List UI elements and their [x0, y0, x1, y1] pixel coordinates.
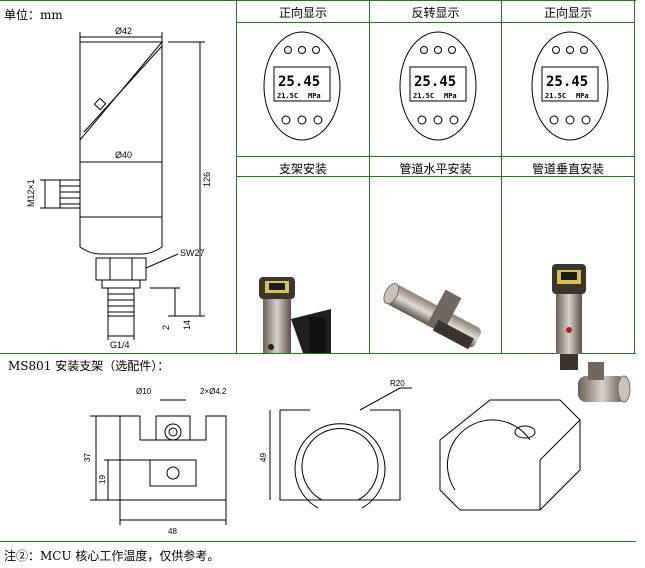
divider-bracket: [0, 353, 636, 354]
divider-mount-title: [236, 176, 635, 177]
horizontal-pipe-photo: [383, 283, 481, 350]
display-temp: 21.5C: [277, 92, 299, 100]
dim-d42: Ø42: [115, 26, 132, 36]
dim-d14: 14: [182, 320, 192, 330]
dim-d2: 2: [161, 325, 171, 330]
display-title-forward-2: 正向显示: [543, 6, 592, 20]
display-face-outline: [399, 31, 477, 141]
bracket-dim-w48: 48: [168, 527, 177, 536]
display-reading: 25.45: [278, 74, 321, 90]
dim-g14: G1/4: [110, 340, 130, 350]
dim-h126: 126: [202, 172, 212, 187]
dim-d40: Ø40: [115, 150, 132, 160]
bracket-dim-r20: R20: [390, 380, 405, 388]
dim-sw27: SW27: [180, 248, 205, 258]
display-title-forward-1: 正向显示: [278, 6, 327, 20]
display-reading: 25.45: [546, 74, 589, 90]
bracket-dim-h19: 19: [98, 475, 107, 484]
bracket-mount-photo: [259, 277, 331, 353]
dim-m12: M12×1: [26, 179, 36, 207]
display-unit: MPa: [576, 92, 589, 100]
display-unit: MPa: [308, 92, 321, 100]
mount-title-vertical: 管道垂直安装: [531, 162, 604, 176]
display-reading: 25.45: [414, 74, 457, 90]
divider-mid-row: [236, 156, 635, 157]
display-face-forward-1: 25.45 21.5C MPa: [262, 30, 342, 142]
display-title-reverse: 反转显示: [411, 6, 460, 20]
bracket-dim-holes: 2×Ø4.2: [200, 387, 227, 396]
bracket-section-title: MS801 安装支架（选配件）：: [8, 359, 170, 373]
display-face-outline: [531, 31, 609, 141]
unit-label: 单位：mm: [4, 8, 63, 22]
display-face-reverse: 25.45 21.5C MPa: [398, 30, 478, 142]
mount-title-bracket: 支架安装: [278, 162, 327, 176]
bracket-drawing: Ø10 2×Ø4.2 R20 48 37 19 49: [83, 380, 581, 536]
vertical-pipe-photo: [552, 264, 631, 403]
display-temp: 21.5C: [545, 92, 567, 100]
display-face-outline: [263, 31, 341, 141]
divider-footnote: [0, 541, 636, 542]
display-face-forward-2: 25.45 21.5C MPa: [530, 30, 610, 142]
sensor-dimension-drawing: Ø42 Ø40 126 M12×1 SW27 2 14 G1/4: [26, 26, 212, 350]
display-temp: 21.5C: [413, 92, 435, 100]
display-unit: MPa: [444, 92, 457, 100]
border-top: [0, 0, 636, 1]
bracket-dim-h49: 49: [259, 453, 268, 462]
footnote: 注②：MCU 核心工作温度，仅供参考。: [4, 549, 220, 563]
bracket-dim-d10: Ø10: [136, 387, 152, 396]
mount-title-horizontal: 管道水平安装: [399, 162, 472, 176]
bracket-dim-h37: 37: [83, 453, 92, 462]
divider-title-row: [236, 22, 635, 23]
